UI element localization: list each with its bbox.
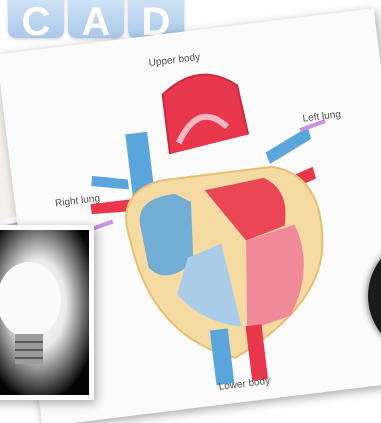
pulmonary-artery-right — [90, 172, 129, 194]
lightbulb-icon — [0, 230, 89, 395]
logo-letter: A — [82, 0, 111, 44]
logo-tile-c: C — [8, 0, 64, 38]
logo-tile-a: A — [68, 0, 124, 38]
logo-letter: C — [22, 0, 51, 44]
pulmonary-artery-left — [263, 127, 314, 164]
aorta — [161, 70, 250, 154]
lightbulb-photo-card — [0, 225, 94, 400]
